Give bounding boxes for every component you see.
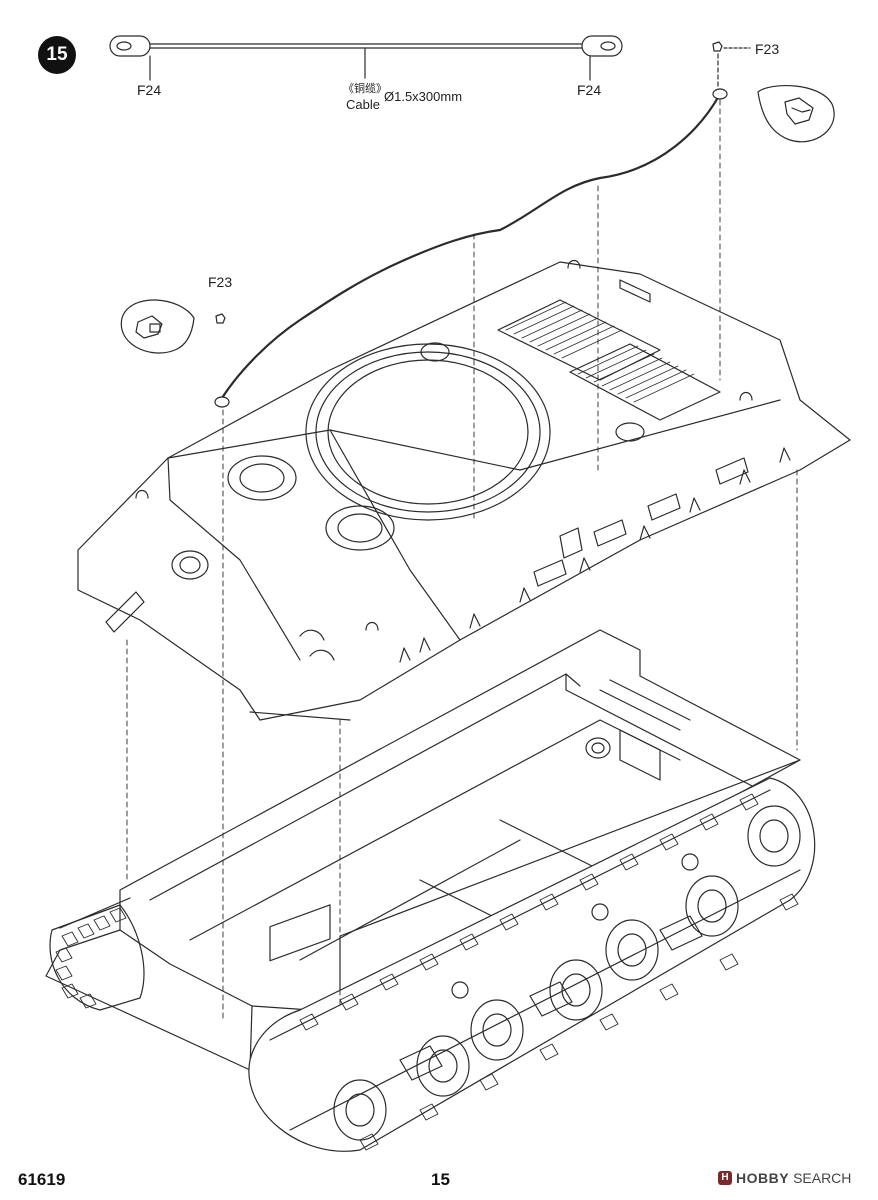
- step-number-badge: 15: [38, 36, 76, 74]
- left-track: [49, 897, 145, 1011]
- kit-code: 61619: [18, 1170, 66, 1189]
- upper-hull: [77, 259, 851, 721]
- part-label-f24-right: F24: [577, 82, 602, 98]
- part-label-f24-left: F24: [137, 82, 162, 98]
- detail-callout-right: [757, 84, 835, 143]
- cable-label-english: Cable: [346, 97, 380, 112]
- cable-spec: Ø1.5x300mm: [384, 89, 463, 104]
- cable-label-chinese: 《铜缆》: [343, 83, 387, 95]
- watermark-logo-icon: H: [718, 1171, 732, 1185]
- watermark-suffix: SEARCH: [793, 1170, 852, 1186]
- page-number: 15: [431, 1170, 450, 1189]
- watermark: H HOBBY SEARCH: [718, 1170, 851, 1186]
- part-label-f23-left: F23: [208, 274, 233, 290]
- installed-cable: [214, 88, 728, 408]
- right-track: [248, 777, 816, 1152]
- cable-part-f24: [109, 35, 623, 81]
- assembly-guides: [126, 99, 798, 1021]
- detail-callout-left: [120, 299, 195, 354]
- clip-part-f23-top: [712, 41, 751, 89]
- watermark-brand: HOBBY: [736, 1170, 790, 1186]
- part-label-f23-top: F23: [755, 41, 780, 57]
- road-wheels: [333, 805, 801, 1141]
